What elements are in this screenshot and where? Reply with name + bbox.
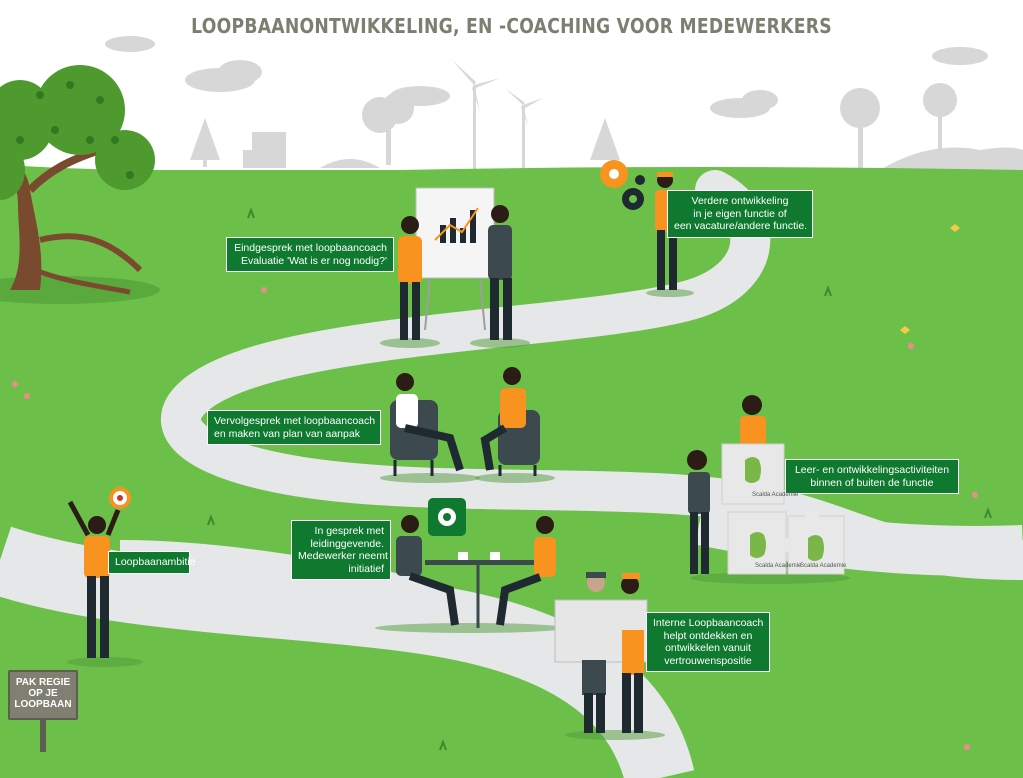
label-line: ontwikkelen vanuit [665, 642, 751, 654]
coach-scene [554, 572, 665, 740]
wind-turbine-icon [505, 88, 543, 170]
label-line: Verdere ontwikkeling [691, 195, 789, 207]
label-line: initiatief [348, 562, 384, 575]
label-line: Medewerker neemt [298, 550, 388, 562]
label-line: Vervolgesprek met loopbaancoach [214, 415, 376, 427]
sign-line: PAK REGIE [15, 677, 71, 688]
sign-post [40, 720, 46, 752]
chairs-scene [380, 367, 555, 483]
label-leidinggevende: In gesprek met leidinggevende. Medewerke… [291, 520, 391, 580]
label-vervolgesprek: Vervolgesprek met loopbaancoach en maken… [207, 410, 381, 445]
label-line: een vacature/andere functie. [674, 220, 808, 232]
label-line: Leer- en ontwikkelingsactiviteiten [794, 464, 950, 476]
wind-turbine-icon [452, 60, 500, 170]
label-interne-loopbaancoach: Interne Loopbaancoach helpt ontdekken en… [646, 612, 770, 672]
label-leer-en-ontwikkeling: Leer- en ontwikkelingsactiviteiten binne… [785, 459, 959, 494]
building-icon [252, 132, 286, 168]
label-loopbaanambitie: Loopbaanambitie [108, 551, 196, 574]
butterfly-icon [900, 326, 910, 334]
label-line: in je eigen functie of [693, 207, 787, 220]
page-title: LOOPBAANONTWIKKELING, EN -COACHING VOOR … [191, 14, 832, 38]
presentation-scene [380, 187, 530, 348]
ambition-scene [67, 487, 143, 667]
flower-icon [908, 343, 914, 349]
label-line: In gesprek met [314, 525, 384, 537]
label-line: Evaluatie 'Wat is er nog nodig?' [240, 254, 387, 267]
sign-line: LOOPBAAN [14, 699, 72, 710]
tree-icon [190, 118, 220, 160]
label-line: vertrouwenspositie [664, 654, 752, 667]
label-line: en maken van plan van aanpak [214, 427, 360, 440]
butterfly-icon [950, 224, 960, 232]
flower-icon [261, 287, 267, 293]
label-eindgesprek: Eindgesprek met loopbaancoach Evaluatie … [226, 237, 394, 272]
label-verdere-ontwikkeling: Verdere ontwikkeling in je eigen functie… [667, 190, 813, 238]
background-skyline [105, 36, 1023, 172]
regie-sign: PAK REGIE OP JE LOOPBAAN [8, 670, 78, 720]
label-line: leidinggevende. [310, 537, 384, 550]
label-line: Interne Loopbaancoach [653, 617, 764, 629]
table-scene [375, 498, 565, 633]
big-tree-icon [0, 65, 160, 304]
puzzle-scene [687, 395, 850, 584]
label-line: binnen of buiten de functie [810, 476, 934, 489]
sign-line: OP JE [28, 688, 58, 699]
winding-path-lower [0, 526, 695, 778]
winding-path-upper [161, 170, 1023, 580]
label-line: Loopbaanambitie [115, 556, 196, 568]
label-line: helpt ontdekken en [663, 629, 753, 642]
label-line: Eindgesprek met loopbaancoach [234, 242, 387, 254]
